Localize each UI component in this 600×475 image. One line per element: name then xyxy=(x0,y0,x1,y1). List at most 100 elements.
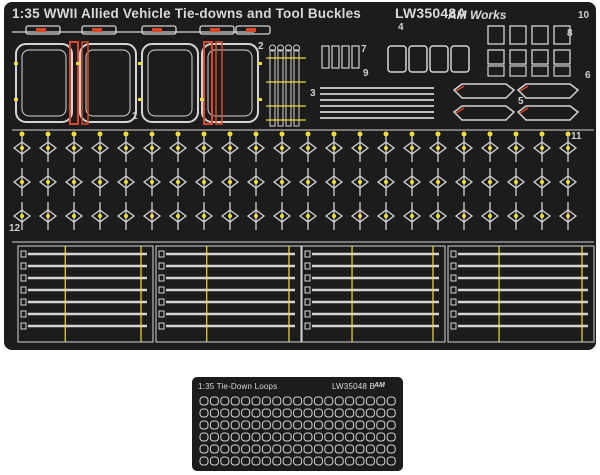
tie-down-loop xyxy=(251,456,261,466)
strap-accent xyxy=(215,41,223,125)
tie-down-loop xyxy=(376,456,386,466)
tie-down-loop xyxy=(386,456,396,466)
attachment-gate xyxy=(539,131,545,137)
tie-down-loop xyxy=(272,420,282,430)
attachment-gate xyxy=(305,131,311,137)
tie-down-loop xyxy=(199,396,209,406)
attachment-gate xyxy=(149,131,155,137)
strap-end-buckle xyxy=(304,322,311,330)
tie-down-clip-gate xyxy=(98,146,102,150)
tie-down-clip xyxy=(142,209,162,223)
tie-down-loop xyxy=(324,444,334,454)
tie-down-clip xyxy=(376,209,396,223)
tie-down-clip-gate xyxy=(150,180,154,184)
tie-down-clip-gate xyxy=(280,180,284,184)
tie-down-loop xyxy=(199,456,209,466)
tie-down-loop xyxy=(230,432,240,442)
tie-down-loop xyxy=(282,432,292,442)
tie-down-loop xyxy=(199,432,209,442)
tie-down-clip-gate xyxy=(462,146,466,150)
tie-down-loop xyxy=(230,456,240,466)
tie-down-clip-gate xyxy=(20,214,24,218)
tie-down-loop xyxy=(303,432,313,442)
tie-down-clip-gate xyxy=(202,180,206,184)
tie-down-clip xyxy=(272,209,292,223)
strap-end-buckle xyxy=(450,250,457,258)
tie-down-loop xyxy=(355,432,365,442)
tie-down-clip-gate xyxy=(514,180,518,184)
attachment-gate xyxy=(200,98,204,101)
frame-buckle xyxy=(487,49,505,65)
tie-down-clip-gate xyxy=(410,214,414,218)
strap-accent xyxy=(81,41,89,125)
tie-down-loop xyxy=(282,444,292,454)
part-number-8: 8 xyxy=(567,28,573,39)
strap-ring xyxy=(285,44,292,52)
tie-down-clip-gate xyxy=(332,214,336,218)
tie-down-loop xyxy=(282,420,292,430)
attachment-gate xyxy=(45,131,51,137)
strap-end-buckle xyxy=(20,262,27,270)
strap-end-buckle xyxy=(20,286,27,294)
tie-down-clip-gate xyxy=(20,146,24,150)
tie-down-clip-gate xyxy=(540,146,544,150)
box-buckle xyxy=(387,45,407,73)
tie-down-loop xyxy=(324,432,334,442)
tie-down-loop xyxy=(313,444,323,454)
attachment-gate xyxy=(279,131,285,137)
tie-down-loop xyxy=(282,456,292,466)
tie-down-loop xyxy=(313,432,323,442)
tie-down-clip-gate xyxy=(488,180,492,184)
hex-frame xyxy=(516,105,580,121)
tie-down-clip-gate xyxy=(410,180,414,184)
strap-end-buckle xyxy=(450,262,457,270)
part-number-4: 4 xyxy=(398,22,404,33)
tie-down-clip-gate xyxy=(228,180,232,184)
cover-frame-inner xyxy=(21,49,67,117)
strap-accent xyxy=(69,41,79,125)
strap-end-buckle xyxy=(20,274,27,282)
tie-down-loop xyxy=(230,420,240,430)
small-buckle xyxy=(321,45,330,69)
frame-buckle xyxy=(531,49,549,65)
tie-down-clip xyxy=(428,209,448,223)
tie-down-loop xyxy=(334,444,344,454)
tie-down-clip xyxy=(454,141,474,155)
tie-down-clip-gate xyxy=(514,146,518,150)
tie-down-clip xyxy=(12,175,32,189)
strap-end-buckle xyxy=(450,322,457,330)
tie-down-loop xyxy=(355,396,365,406)
tie-down-clip-gate xyxy=(72,214,76,218)
tie-down-clip xyxy=(350,141,370,155)
tie-down-loop xyxy=(293,408,303,418)
tie-down-clip-gate xyxy=(202,214,206,218)
tie-down-clip xyxy=(168,209,188,223)
tie-down-clip xyxy=(38,141,58,155)
tie-down-clip xyxy=(64,175,84,189)
tie-down-loop xyxy=(365,456,375,466)
tie-down-clip-gate xyxy=(462,180,466,184)
tie-down-loop xyxy=(334,408,344,418)
tie-down-loop xyxy=(261,432,271,442)
tie-down-loop xyxy=(324,396,334,406)
tie-down-clip-gate xyxy=(202,146,206,150)
tie-down-loop xyxy=(386,408,396,418)
part-number-2: 2 xyxy=(258,41,264,52)
tie-down-clip xyxy=(246,209,266,223)
tie-down-loop xyxy=(293,396,303,406)
tie-down-clip xyxy=(64,141,84,155)
strap-panel xyxy=(447,245,595,343)
tie-down-loop xyxy=(220,408,230,418)
tie-down-clip xyxy=(272,175,292,189)
tie-down-clip xyxy=(480,209,500,223)
tie-down-clip xyxy=(38,209,58,223)
tie-down-clip xyxy=(558,175,578,189)
buckle-header-accent xyxy=(152,28,162,32)
frame-buckle xyxy=(487,25,505,45)
loop-buckle xyxy=(509,65,527,77)
tie-down-clip xyxy=(402,175,422,189)
tie-down-loop xyxy=(345,456,355,466)
hex-frame xyxy=(516,83,580,99)
tie-down-loop xyxy=(272,408,282,418)
attachment-gate xyxy=(565,131,571,137)
